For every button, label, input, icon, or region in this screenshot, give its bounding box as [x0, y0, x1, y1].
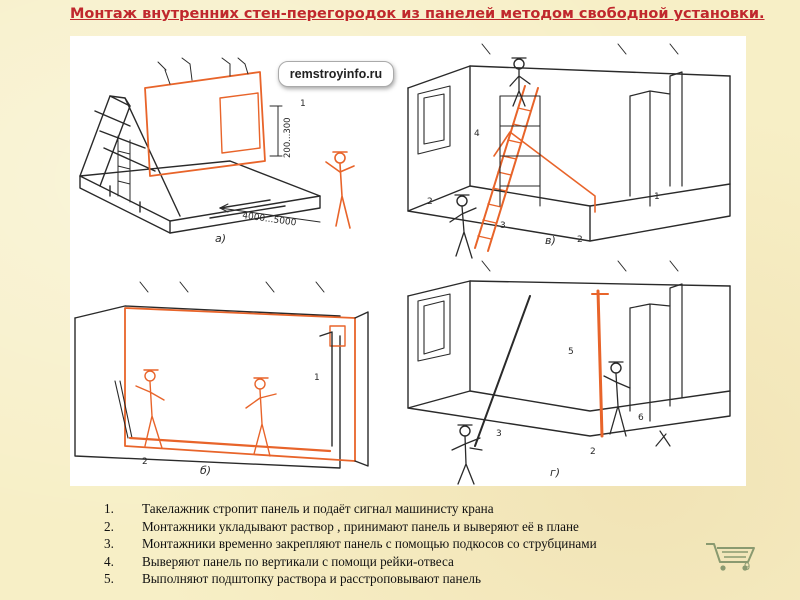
step-number: 5. [104, 571, 114, 587]
callout-b-1: 1 [314, 373, 320, 383]
steps-list: 1. Такелажник стропит панель и подаёт сиг… [104, 500, 724, 588]
panel-v-letter: в) [545, 234, 556, 247]
step-item: 4. Выверяют панель по вертикали с помощи … [104, 553, 724, 571]
callout-v-4: 4 [474, 129, 480, 139]
callout-v-3: 3 [500, 221, 506, 231]
step-item: 1. Такелажник стропит панель и подаёт сиг… [104, 500, 724, 518]
callout-g-3: 3 [496, 429, 502, 439]
step-number: 2. [104, 518, 114, 534]
step-text: Такелажник стропит панель и подаёт сигна… [142, 501, 494, 516]
panel-a-cassette-storage [79, 57, 355, 234]
callout-v-2a: 2 [577, 235, 583, 245]
step-number: 3. [104, 536, 114, 552]
callout-a-1: 1 [300, 99, 306, 109]
slide-title: Монтаж внутренних стен-перегородок из па… [70, 6, 765, 22]
cart-icon[interactable] [704, 540, 758, 572]
step-text: Монтажники временно закрепляют панель с … [142, 536, 597, 552]
panel-v-scaffold-mounting [407, 43, 731, 259]
callout-g-6: 6 [638, 413, 644, 423]
panel-g-plumb-check [407, 260, 731, 485]
callout-v-2b: 2 [427, 197, 433, 207]
callout-v-1: 1 [654, 192, 660, 202]
step-text: Выполняют подштопку раствора и расстропо… [142, 571, 482, 587]
panel-b-letter: б) [200, 464, 211, 477]
step-number: 1. [104, 501, 114, 516]
page-number: 9 [744, 561, 751, 573]
callout-g-5: 5 [568, 347, 574, 357]
step-text: Монтажники укладывают раствор , принимаю… [142, 518, 579, 534]
panel-b-panel-alignment [74, 281, 369, 469]
step-item: 3. Монтажники временно закрепляют панель … [104, 535, 724, 553]
callout-b-2: 2 [142, 457, 148, 467]
panel-g-letter: г) [550, 466, 560, 479]
step-number: 4. [104, 553, 114, 569]
installation-figure: а) 1 200...300 4000...5000 [70, 36, 746, 486]
step-text: Выверяют панель по вертикали с помощи ре… [142, 553, 454, 569]
step-item: 5. Выполняют подштопку раствора и расстро… [104, 570, 724, 588]
panel-a-letter: а) [215, 232, 226, 245]
dimension-height: 200...300 [283, 117, 293, 158]
watermark-badge: remstroyinfo.ru [278, 61, 394, 87]
callout-g-2: 2 [590, 447, 596, 457]
step-item: 2. Монтажники укладывают раствор , приним… [104, 518, 724, 536]
